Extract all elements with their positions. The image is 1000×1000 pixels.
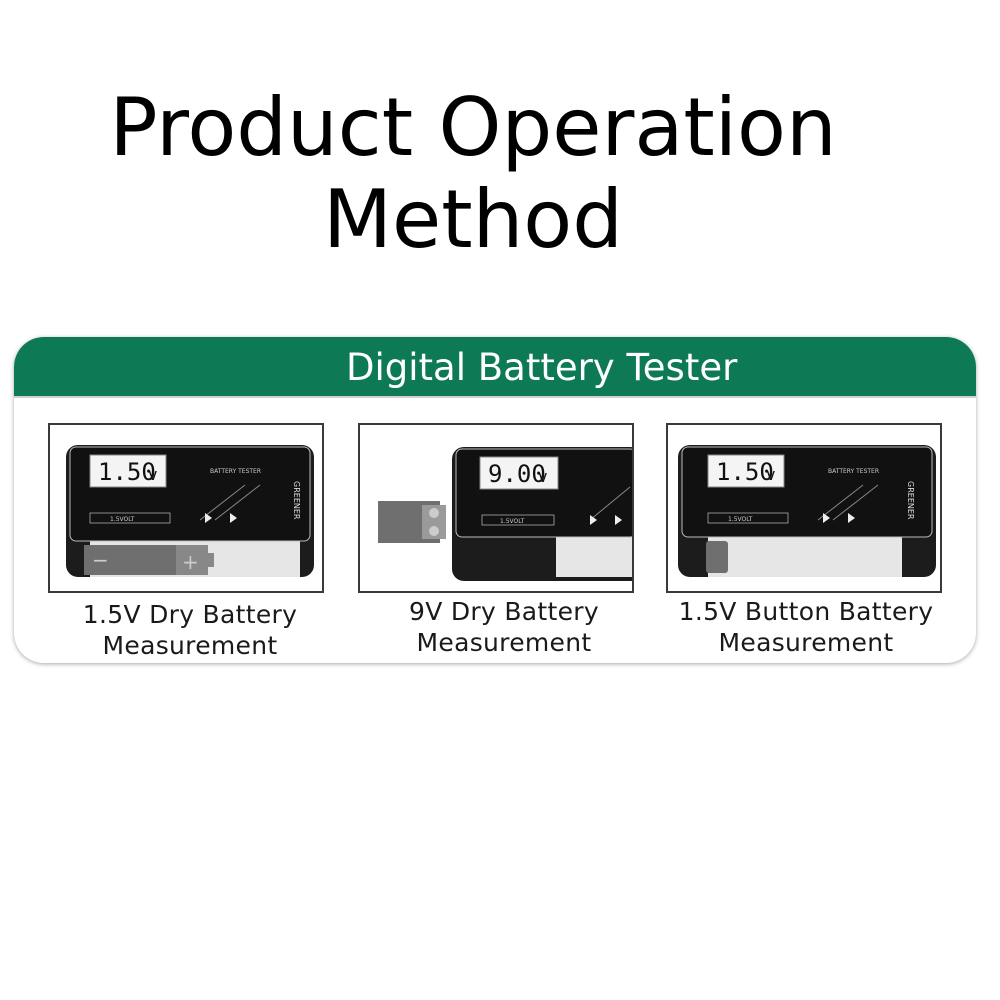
card-button-battery: 1.50 v BATTERY TESTER GREENER 1.5VOLT: [666, 423, 942, 593]
tester-panel: Digital Battery Tester 1.50 v BATTERY TE…: [14, 337, 976, 663]
tester-aa-illustration: 1.50 v BATTERY TESTER GREENER 1.5VOLT − …: [66, 445, 314, 577]
lcd-screen: [707, 454, 785, 488]
lcd-screen: [89, 454, 167, 488]
card-9v-battery: 9.00 v 1.5VOLT: [358, 423, 634, 593]
tester-label: BATTERY TESTER: [210, 468, 261, 475]
battery-plus: +: [182, 550, 199, 574]
card-aa-battery: 1.50 v BATTERY TESTER GREENER 1.5VOLT − …: [48, 423, 324, 593]
volt-label: 1.5VOLT: [500, 518, 525, 525]
arrow-icon: [590, 515, 597, 525]
volt-label: 1.5VOLT: [728, 516, 753, 523]
panel-header: Digital Battery Tester: [14, 337, 976, 398]
volt-box: [707, 512, 789, 524]
caption-9v: 9V Dry Battery Measurement: [409, 597, 599, 657]
brand-label: GREENER: [292, 481, 301, 520]
battery-terminal: [429, 526, 439, 536]
lcd-reading: 1.50: [98, 458, 156, 486]
lcd-unit: v: [766, 465, 776, 484]
arrow-icon: [205, 513, 212, 523]
battery-terminal: [429, 508, 439, 518]
battery-minus: −: [92, 548, 109, 572]
title-line-2: Method: [322, 173, 624, 266]
lcd-unit: v: [148, 465, 158, 484]
tester-slot: [556, 537, 632, 577]
arrow-icon: [823, 513, 830, 523]
tester-slot: [708, 535, 902, 577]
lcd-reading: 9.00: [488, 460, 546, 488]
page-title: Product Operation Method: [0, 82, 946, 266]
tester-label: BATTERY TESTER: [828, 468, 879, 475]
brand-label: GREENER: [906, 481, 915, 520]
arrow-icon: [615, 515, 622, 525]
button-cell-icon: [706, 541, 728, 573]
tester-button-illustration: 1.50 v BATTERY TESTER GREENER 1.5VOLT: [678, 445, 936, 577]
arrow-icon: [848, 513, 855, 523]
caption-button: 1.5V Button Battery Measurement: [678, 597, 934, 657]
lcd-unit: v: [538, 467, 548, 486]
volt-box: [89, 512, 171, 524]
lcd-reading: 1.50: [716, 458, 774, 486]
title-line-1: Product Operation: [109, 81, 837, 174]
tester-9v-illustration: 9.00 v 1.5VOLT: [378, 447, 632, 581]
arrow-icon: [230, 513, 237, 523]
caption-aa: 1.5V Dry Battery Measurement: [82, 600, 298, 660]
volt-box: [481, 514, 555, 526]
lcd-screen: [479, 456, 559, 490]
volt-label: 1.5VOLT: [110, 516, 135, 523]
